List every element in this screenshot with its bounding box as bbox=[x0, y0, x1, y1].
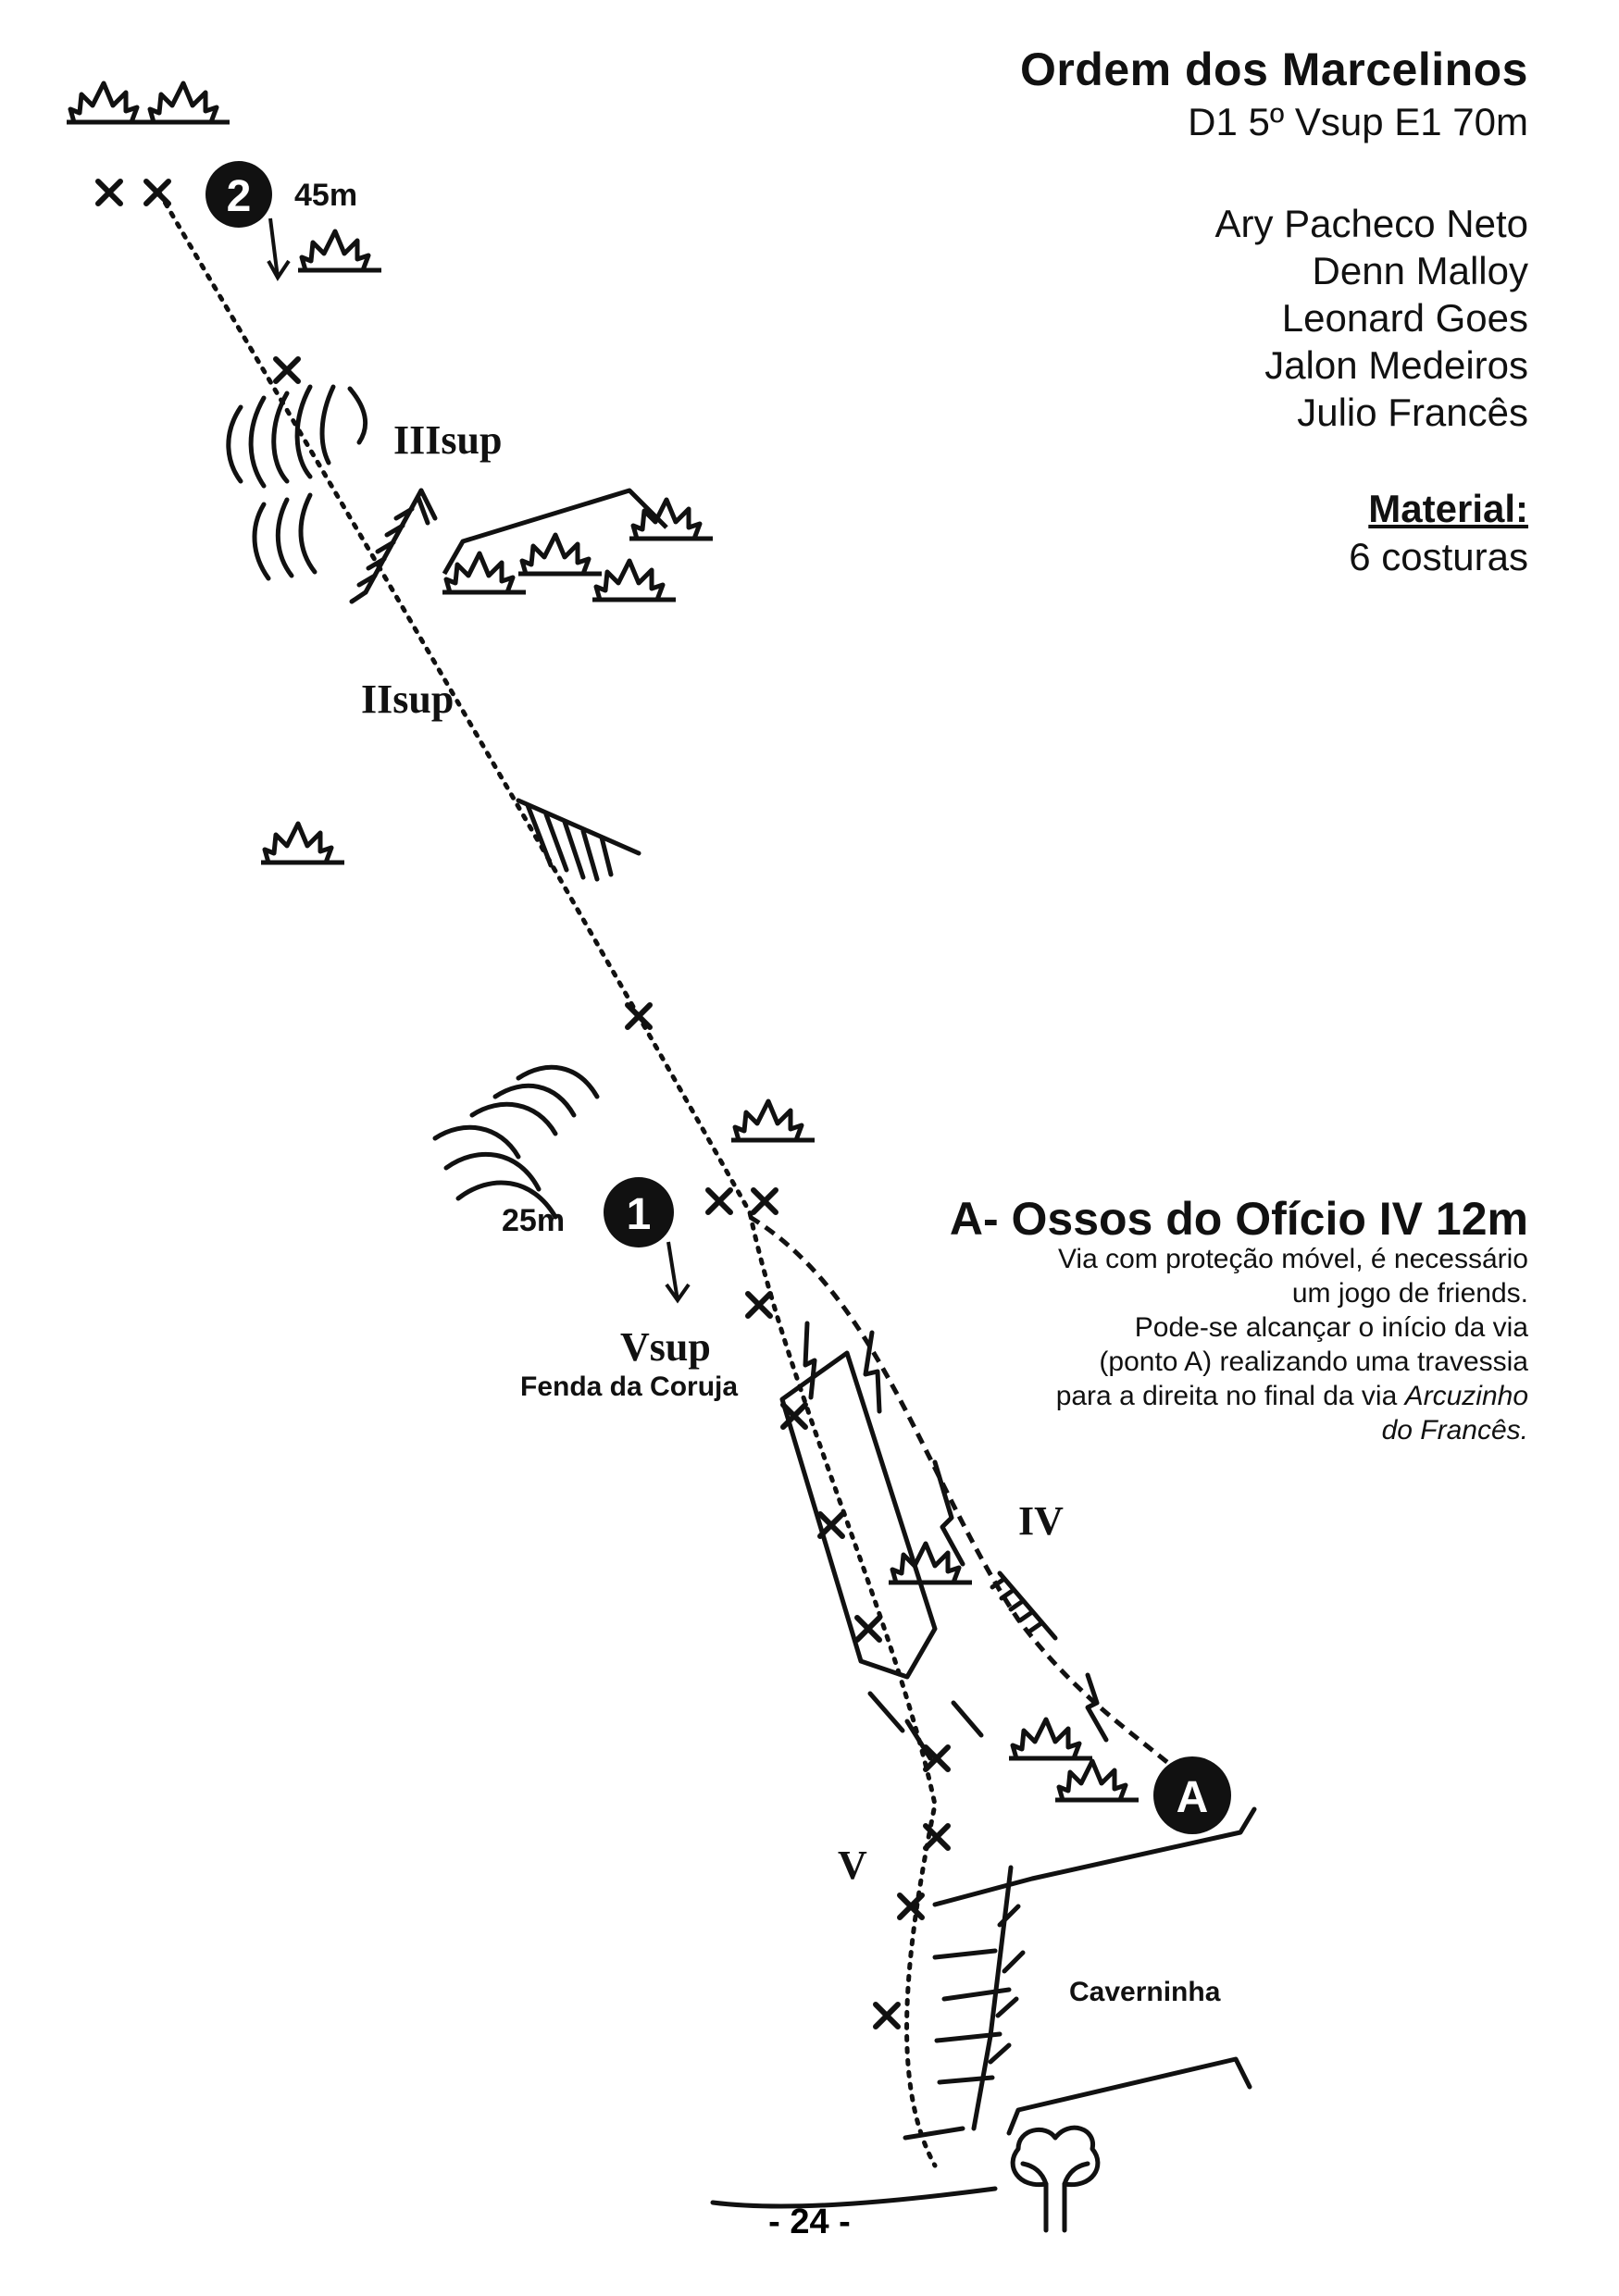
bolt-icon bbox=[276, 359, 298, 381]
bush-icon bbox=[518, 535, 602, 574]
route-grade: D1 5º Vsup E1 70m bbox=[1188, 100, 1528, 143]
caverninha-structure bbox=[903, 1806, 1257, 2141]
belay-2-marker bbox=[205, 161, 272, 228]
bush-icon bbox=[1009, 1719, 1092, 1758]
grade-v: V bbox=[838, 1843, 867, 1888]
bolt-icon bbox=[753, 1190, 776, 1212]
bush-icon bbox=[889, 1544, 972, 1582]
ascensionist: Ary Pacheco Neto bbox=[1214, 202, 1528, 245]
variant-a-desc-line: para a direita no final da via Arcuzinho bbox=[936, 1379, 1528, 1413]
grade-iisup: IIsup bbox=[361, 676, 454, 722]
ledge-outline bbox=[442, 488, 668, 576]
bolt-icon bbox=[748, 1294, 770, 1316]
belay-2-number: 2 bbox=[227, 172, 252, 221]
vegetation bbox=[67, 83, 1139, 1800]
variant-a-desc-line: um jogo de friends. bbox=[1291, 1278, 1528, 1309]
ascensionist: Julio Francês bbox=[1297, 391, 1528, 434]
overhang-small bbox=[990, 1570, 1058, 1641]
belay-1-length: 25m bbox=[502, 1203, 565, 1238]
grade-vsup: Vsup bbox=[620, 1324, 711, 1370]
fenda-da-coruja-flake bbox=[779, 1350, 938, 1680]
overhang-middle bbox=[516, 798, 641, 882]
bush-icon bbox=[146, 83, 230, 122]
bush-icon bbox=[67, 83, 150, 122]
belay-2-length: 45m bbox=[294, 178, 357, 213]
feature-fenda-da-coruja: Fenda da Coruja bbox=[520, 1371, 738, 1402]
route-title: Ordem dos Marcelinos bbox=[1019, 43, 1528, 95]
bush-icon bbox=[731, 1101, 815, 1140]
main-route-line bbox=[156, 190, 938, 2168]
point-a-marker bbox=[1153, 1756, 1231, 1834]
bush-icon bbox=[261, 824, 344, 863]
variant-a-description: Via com proteção móvel, é necessário um … bbox=[936, 1242, 1528, 1447]
variant-a-route-line bbox=[748, 1214, 1176, 1769]
bush-icon bbox=[298, 231, 381, 270]
variant-a-desc-line: (ponto A) realizando uma travessia bbox=[1099, 1347, 1528, 1377]
bush-icon bbox=[1055, 1761, 1139, 1800]
bolt-marks bbox=[98, 181, 948, 2027]
belay-1-number: 1 bbox=[627, 1190, 652, 1239]
variant-a-title: A- Ossos do Ofício IV 12m bbox=[949, 1193, 1528, 1245]
bolt-icon bbox=[857, 1618, 879, 1640]
belay-1-arrow bbox=[665, 1241, 691, 1304]
variant-a-desc-italic: Arcuzinho bbox=[1404, 1381, 1528, 1411]
bush-icon bbox=[592, 561, 676, 600]
variant-a-desc-plain: para a direita no final da via bbox=[1055, 1381, 1405, 1411]
feature-caverninha: Caverninha bbox=[1069, 1977, 1221, 2007]
variant-a-desc-line: Via com proteção móvel, é necessário bbox=[1057, 1244, 1528, 1274]
slab-texture-upper bbox=[226, 384, 368, 581]
bolt-icon bbox=[876, 2004, 898, 2027]
bolt-icon bbox=[628, 1005, 650, 1027]
ground-line bbox=[710, 2186, 998, 2209]
ascensionist: Leonard Goes bbox=[1281, 296, 1528, 340]
variant-a-desc-line: do Francês. bbox=[936, 1413, 1528, 1447]
ascensionist: Denn Malloy bbox=[1312, 249, 1528, 292]
belay-1-marker bbox=[604, 1177, 674, 1247]
grade-iiisup: IIIsup bbox=[393, 417, 502, 463]
overhang-upper bbox=[349, 488, 438, 604]
slab-texture-middle bbox=[432, 1064, 600, 1220]
material-label: Material: bbox=[1368, 487, 1528, 530]
point-a-label: A bbox=[1177, 1773, 1209, 1822]
material-value: 6 costuras bbox=[1349, 535, 1528, 578]
bolt-icon bbox=[708, 1190, 730, 1212]
page-number: - 24 - bbox=[768, 2203, 851, 2241]
belay-2-arrow bbox=[267, 217, 291, 281]
bolt-icon bbox=[98, 181, 120, 204]
crack-lines bbox=[803, 1321, 1109, 1761]
tree-icon bbox=[1010, 2125, 1101, 2233]
variant-a-desc-italic: do Francês. bbox=[1381, 1415, 1528, 1446]
first-ascensionists: Ary Pacheco Neto Denn Malloy Leonard Goe… bbox=[1214, 200, 1528, 436]
bolt-icon bbox=[146, 181, 168, 204]
ascensionist: Jalon Medeiros bbox=[1264, 343, 1528, 387]
grade-iv: IV bbox=[1018, 1498, 1064, 1544]
variant-a-desc-line: Pode-se alcançar o início da via bbox=[1134, 1312, 1528, 1343]
